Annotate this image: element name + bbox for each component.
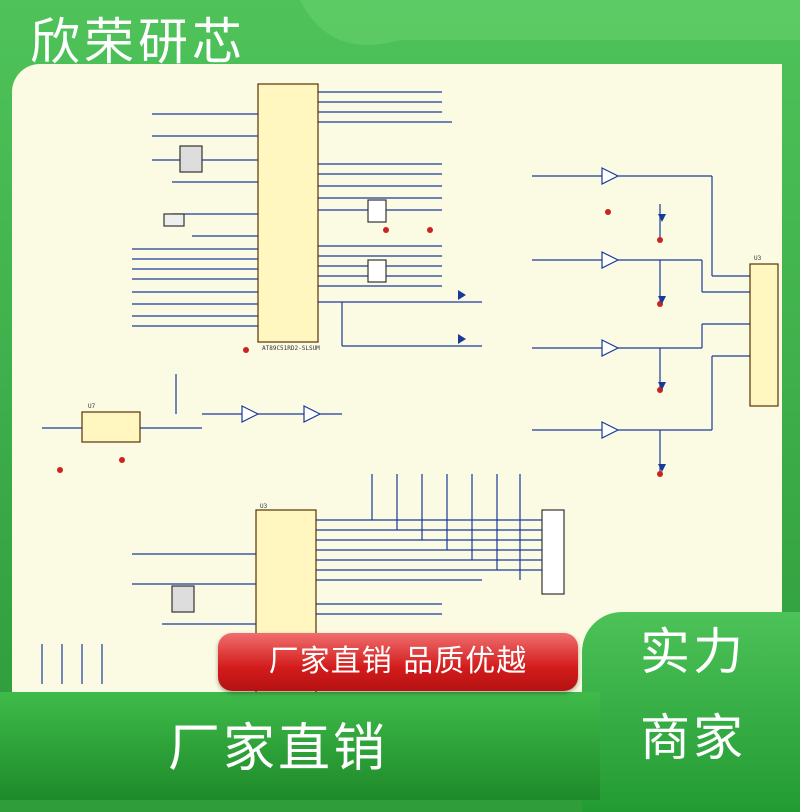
promo-banner-text: 厂家直销 品质优越 xyxy=(268,644,528,679)
side-text-line2: 商家 xyxy=(640,709,746,767)
schematic-panel: AT89C51RD2-SLSUM U3 U7 U3 xyxy=(12,64,782,694)
schematic-diagram: AT89C51RD2-SLSUM U3 U7 U3 xyxy=(41,83,779,694)
promo-banner: 厂家直销 品质优越 xyxy=(218,633,578,691)
bottom-slogan: 厂家直销 xyxy=(168,719,389,779)
mcu2-part-label: U3 xyxy=(260,503,268,510)
side-panel xyxy=(582,612,800,812)
side-text-line1: 实力 xyxy=(640,623,746,681)
regulator-label: U7 xyxy=(88,403,96,410)
brand-name: 欣荣研芯 xyxy=(30,13,246,71)
mcu-part-label: AT89C51RD2-SLSUM xyxy=(262,345,320,352)
bottom-band xyxy=(0,692,600,800)
connector-label: U3 xyxy=(754,255,762,262)
